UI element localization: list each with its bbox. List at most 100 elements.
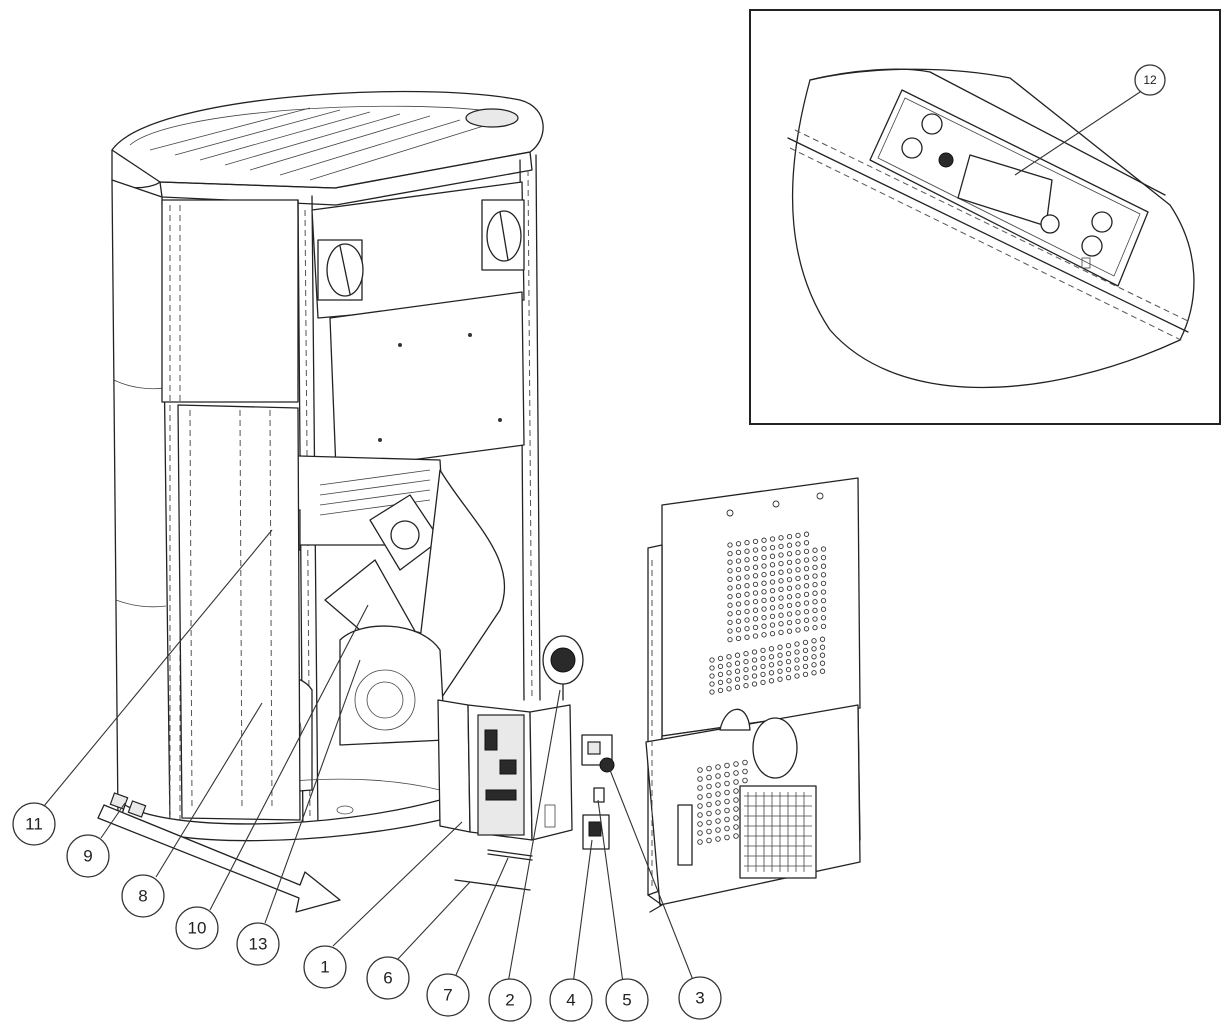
vent-hole bbox=[778, 560, 784, 567]
vent-hole bbox=[803, 531, 810, 537]
vent-hole bbox=[735, 566, 742, 573]
vent-hole bbox=[727, 576, 733, 583]
vent-hole bbox=[706, 792, 712, 799]
vent-hole bbox=[733, 797, 739, 803]
vent-hole bbox=[812, 581, 818, 588]
vent-hole bbox=[795, 541, 801, 547]
vent-hole bbox=[715, 782, 721, 788]
vent-hole bbox=[819, 644, 826, 650]
vent-hole bbox=[706, 774, 712, 781]
vent-hole bbox=[803, 583, 810, 589]
svg-text:6: 6 bbox=[383, 969, 392, 988]
vent-hole bbox=[812, 599, 818, 605]
vent-hole bbox=[811, 638, 817, 644]
vent-hole bbox=[706, 801, 712, 808]
vent-hole bbox=[735, 558, 742, 564]
vent-hole bbox=[743, 658, 749, 665]
vent-hole bbox=[768, 646, 775, 652]
vent-hole bbox=[727, 559, 733, 565]
callout-12: 12 bbox=[1134, 64, 1166, 96]
vent-hole bbox=[768, 678, 775, 684]
vent-hole bbox=[819, 668, 826, 674]
vent-hole bbox=[803, 591, 810, 598]
svg-text:1: 1 bbox=[320, 958, 329, 977]
vent-hole bbox=[802, 655, 809, 662]
svg-text:2: 2 bbox=[505, 991, 514, 1010]
vent-hole bbox=[706, 765, 712, 772]
vent-hole bbox=[727, 619, 733, 626]
vent-hole bbox=[744, 600, 750, 606]
vent-hole bbox=[752, 607, 759, 613]
vent-hole bbox=[769, 622, 776, 628]
vent-hole bbox=[709, 681, 715, 687]
vent-hole bbox=[769, 630, 776, 637]
vent-hole bbox=[812, 573, 818, 579]
vent-hole bbox=[820, 554, 827, 561]
vent-hole bbox=[795, 592, 801, 599]
vent-hole bbox=[717, 671, 724, 678]
vent-hole bbox=[811, 670, 817, 676]
vent-hole bbox=[735, 541, 742, 547]
vent-hole bbox=[742, 759, 748, 766]
vent-hole bbox=[735, 618, 742, 624]
auger-motor bbox=[369, 494, 441, 571]
vent-hole bbox=[761, 614, 767, 621]
vent-hole bbox=[786, 542, 793, 548]
vent-hole bbox=[795, 532, 801, 539]
vent-hole bbox=[795, 610, 801, 616]
vent-hole bbox=[744, 574, 750, 580]
vent-hole bbox=[715, 773, 721, 779]
vent-hole bbox=[769, 562, 776, 568]
vent-hole bbox=[786, 551, 793, 557]
vent-hole bbox=[733, 779, 739, 785]
vent-hole bbox=[697, 830, 703, 836]
vent-hole bbox=[769, 544, 776, 551]
vent-hole bbox=[697, 839, 703, 845]
svg-text:10: 10 bbox=[188, 919, 207, 938]
svg-text:11: 11 bbox=[25, 815, 43, 834]
vent-hole bbox=[802, 639, 809, 646]
vent-hole bbox=[761, 580, 767, 586]
vent-hole bbox=[744, 565, 750, 572]
rear-panel bbox=[645, 477, 861, 913]
vent-hole bbox=[820, 572, 827, 578]
vent-hole bbox=[744, 582, 750, 589]
vent-hole bbox=[786, 594, 793, 600]
vent-hole bbox=[769, 579, 776, 585]
vent-hole bbox=[697, 794, 703, 800]
svg-text:9: 9 bbox=[83, 847, 92, 866]
vent-hole bbox=[761, 597, 767, 604]
vent-hole bbox=[734, 676, 741, 682]
up-arrow-button-left bbox=[921, 113, 943, 135]
vent-hole bbox=[752, 564, 759, 570]
vent-hole bbox=[727, 636, 733, 643]
vent-hole bbox=[819, 636, 826, 642]
vent-hole bbox=[734, 684, 741, 690]
vent-hole bbox=[715, 818, 721, 824]
vent-hole bbox=[726, 670, 732, 676]
stove-body bbox=[111, 90, 544, 842]
vent-hole bbox=[744, 548, 750, 554]
vent-hole bbox=[769, 605, 776, 611]
vent-hole bbox=[786, 628, 793, 634]
vent-hole bbox=[803, 540, 810, 546]
vent-hole bbox=[795, 584, 801, 590]
svg-text:12: 12 bbox=[1143, 73, 1157, 87]
vent-hole bbox=[811, 646, 817, 652]
up-arrow-button-right bbox=[1091, 211, 1113, 233]
vent-hole bbox=[697, 803, 703, 809]
vent-hole bbox=[777, 676, 783, 682]
vent-hole bbox=[744, 617, 750, 623]
vent-hole bbox=[786, 533, 793, 540]
vent-hole bbox=[727, 593, 733, 600]
vent-hole bbox=[724, 771, 730, 778]
callout-7: 7 bbox=[426, 973, 470, 1017]
vent-hole bbox=[812, 590, 818, 596]
vent-hole bbox=[802, 671, 809, 678]
vent-hole bbox=[785, 658, 792, 665]
vent-hole bbox=[717, 655, 724, 662]
vent-hole bbox=[794, 657, 800, 663]
vent-hole bbox=[743, 674, 749, 681]
vent-hole bbox=[743, 682, 749, 689]
vent-hole bbox=[715, 836, 721, 842]
